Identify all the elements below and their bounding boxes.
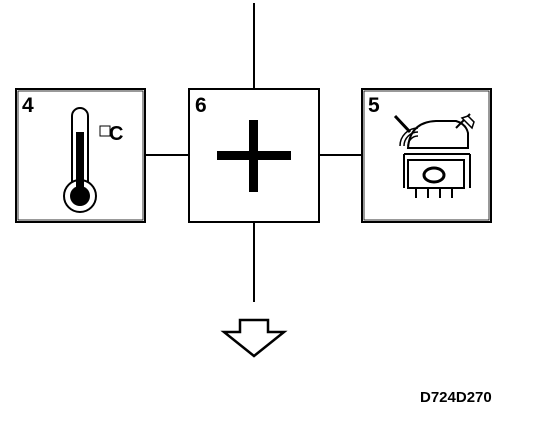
box-number-4: 4 — [22, 94, 34, 117]
celsius-unit-label: C — [109, 123, 123, 145]
connector-lines — [146, 3, 362, 302]
box-combiner: 6 — [188, 88, 320, 223]
down-arrow-icon — [220, 318, 288, 358]
celsius-degree-mark — [99, 125, 111, 137]
box-engine: 5 — [361, 88, 492, 223]
box-number-5: 5 — [368, 94, 380, 117]
engine-piston-icon — [393, 113, 475, 198]
figure-code: D724D270 — [420, 389, 492, 406]
box-number-6: 6 — [195, 94, 207, 117]
thermometer-icon — [63, 107, 97, 213]
plus-icon — [217, 120, 291, 192]
box-temperature: 4 C — [15, 88, 146, 223]
